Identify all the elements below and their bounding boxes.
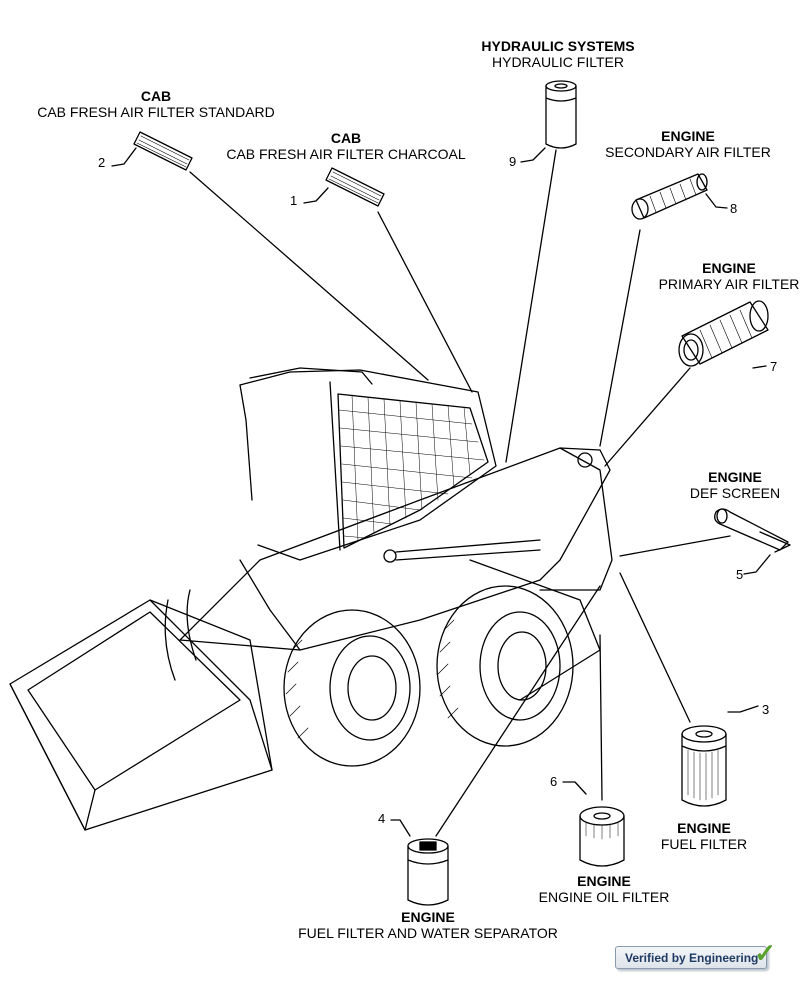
callout-number-4: 4 bbox=[378, 811, 386, 826]
verified-badge: Verified by Engineering ✓ bbox=[615, 940, 776, 969]
callout-number-7: 7 bbox=[770, 359, 778, 374]
primary-air-filter-art bbox=[678, 300, 769, 367]
label-name: DEF SCREEN bbox=[689, 485, 781, 501]
label-category: ENGINE bbox=[702, 260, 756, 276]
callout-number-5: 5 bbox=[736, 567, 744, 582]
label-name: FUEL FILTER bbox=[660, 836, 748, 852]
label-name: CAB FRESH AIR FILTER STANDARD bbox=[37, 104, 275, 120]
label-primary-air-filter: ENGINE PRIMARY AIR FILTER bbox=[654, 260, 804, 292]
label-engine-oil-filter: ENGINE ENGINE OIL FILTER bbox=[530, 873, 678, 905]
label-name: SECONDARY AIR FILTER bbox=[605, 144, 771, 160]
callout-number-1: 1 bbox=[290, 193, 298, 208]
label-def-screen: ENGINE DEF SCREEN bbox=[680, 469, 790, 501]
label-name: ENGINE OIL FILTER bbox=[538, 889, 670, 905]
callout-number-6: 6 bbox=[550, 774, 558, 789]
label-category: CAB bbox=[140, 88, 172, 104]
cab-filter-charcoal-art bbox=[325, 167, 385, 207]
callout-number-9: 9 bbox=[509, 154, 517, 169]
verified-badge-text: Verified by Engineering bbox=[625, 951, 759, 965]
def-screen-art bbox=[714, 508, 791, 553]
hydraulic-filter-art bbox=[545, 80, 577, 149]
label-name: PRIMARY AIR FILTER bbox=[658, 276, 800, 292]
label-cab-filter-standard: CAB CAB FRESH AIR FILTER STANDARD bbox=[36, 88, 276, 120]
label-category: ENGINE bbox=[401, 909, 455, 925]
label-category: ENGINE bbox=[577, 873, 631, 889]
label-category: ENGINE bbox=[661, 128, 715, 144]
label-name: HYDRAULIC FILTER bbox=[492, 54, 624, 70]
label-fuel-water-separator: ENGINE FUEL FILTER AND WATER SEPARATOR bbox=[288, 909, 568, 941]
label-cab-filter-charcoal: CAB CAB FRESH AIR FILTER CHARCOAL bbox=[226, 130, 466, 162]
label-category: ENGINE bbox=[708, 469, 762, 485]
label-category: CAB bbox=[330, 130, 362, 146]
engine-oil-filter-art bbox=[579, 806, 625, 867]
label-name: CAB FRESH AIR FILTER CHARCOAL bbox=[226, 146, 466, 162]
label-secondary-air-filter: ENGINE SECONDARY AIR FILTER bbox=[604, 128, 772, 160]
callout-number-8: 8 bbox=[730, 201, 738, 216]
fuel-filter-art bbox=[681, 725, 727, 807]
skid-steer-loader-art bbox=[9, 367, 613, 831]
label-category: HYDRAULIC SYSTEMS bbox=[481, 38, 635, 54]
callout-number-3: 3 bbox=[762, 702, 770, 717]
leader-lines bbox=[189, 149, 731, 837]
secondary-air-filter-art bbox=[631, 173, 708, 220]
label-hydraulic-filter: HYDRAULIC SYSTEMS HYDRAULIC FILTER bbox=[478, 38, 638, 70]
cab-filter-standard-art bbox=[133, 131, 193, 171]
label-name: FUEL FILTER AND WATER SEPARATOR bbox=[298, 925, 558, 941]
checkmark-icon: ✓ bbox=[754, 938, 776, 968]
label-fuel-filter: ENGINE FUEL FILTER bbox=[654, 820, 754, 852]
callout-number-2: 2 bbox=[98, 155, 106, 170]
fuel-water-separator-art bbox=[407, 838, 449, 906]
label-category: ENGINE bbox=[677, 820, 731, 836]
